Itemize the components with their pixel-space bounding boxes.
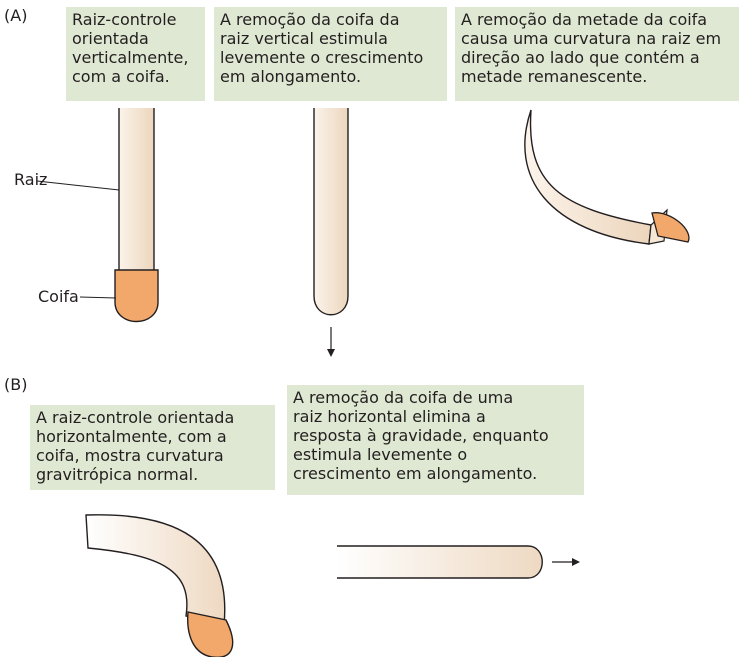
root-a1 [114,108,159,323]
caption-line: raiz horizontal elimina a [293,407,486,426]
caption-b1: A raiz-controle orientada horizontalment… [30,405,275,490]
caption-line: orientada [72,29,149,48]
cap-label: Coifa [38,287,79,306]
caption-line: Raiz-controle [72,10,177,29]
caption-line: direção ao lado que contém a [461,48,700,67]
root-cap-a1 [114,269,159,323]
caption-line: crescimento em alongamento. [293,464,538,483]
caption-line: verticalmente, [72,48,189,67]
cap-leader-line [79,296,117,299]
caption-line: gravitrópica normal. [36,465,199,484]
caption-b2: A remoção da coifa de uma raiz horizonta… [287,385,584,495]
root-a3 [524,109,690,245]
caption-line: estimula levemente o [293,445,468,464]
caption-line: A remoção da coifa de uma [293,388,514,407]
arrowhead-icon [327,349,335,357]
panel-b-label: (B) [4,375,28,394]
caption-line: com a coifa. [72,67,170,86]
caption-a1: Raiz-controle orientada verticalmente, c… [66,7,205,101]
caption-line: levemente o crescimento [220,48,424,67]
caption-line: A raiz-controle orientada [36,408,235,427]
root-b1 [85,514,234,657]
caption-line: coifa, mostra curvatura [36,446,224,465]
caption-line: resposta à gravidade, enquanto [293,426,549,445]
panel-a-label: (A) [4,6,28,25]
caption-line: metade remanescente. [461,67,648,86]
caption-line: em alongamento. [220,67,362,86]
caption-line: horizontalmente, com a [36,427,227,446]
caption-line: causa uma curvatura na raiz em [461,29,722,48]
root-cap-b1 [187,611,234,657]
root-a2 [313,108,349,357]
caption-a2: A remoção da coifa da raiz vertical esti… [214,7,447,101]
caption-line: raiz vertical estimula [220,29,388,48]
caption-line: A remoção da coifa da [220,10,400,29]
root-label: Raiz [14,170,48,189]
arrowhead-icon [572,558,580,566]
caption-a3: A remoção da metade da coifa causa uma c… [455,7,739,101]
root-b2 [337,545,580,579]
caption-line: A remoção da metade da coifa [461,10,708,29]
half-cap-a3 [651,212,690,243]
root-leader-line [36,180,120,191]
